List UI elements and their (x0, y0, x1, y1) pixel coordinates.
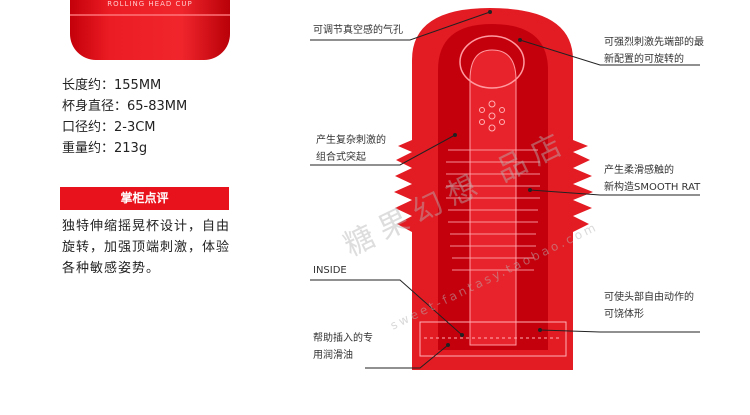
callout-combined-bumps: 产生复杂刺激的 组合式突起 (316, 132, 386, 166)
callout-smooth-rat-line2: 新构造SMOOTH RAT (604, 179, 700, 196)
right-ridges (573, 140, 593, 232)
callout-lube: 帮助插入的专 用润滑油 (313, 330, 373, 364)
cap-band (70, 14, 230, 16)
callout-rotating-tip: 可强烈刺激先端部的最 新配置的可旋转的 (604, 34, 704, 68)
spec-weight: 重量约：213g (62, 137, 147, 156)
callout-rotating-tip-line1: 可强烈刺激先端部的最 (604, 34, 704, 51)
product-cap: ROLLING HEAD CUP (70, 0, 230, 60)
callout-air-hole: 可调节真空感的气孔 (313, 22, 403, 39)
callout-smooth-rat-line1: 产生柔滑感触的 (604, 162, 700, 179)
review-header: 掌柜点评 (60, 187, 229, 210)
cap-label: ROLLING HEAD CUP (70, 0, 230, 8)
callout-inside: INSIDE (313, 262, 347, 279)
callout-free-head-line2: 可饶体形 (604, 306, 694, 323)
callout-lube-line2: 用润滑油 (313, 347, 373, 364)
callout-combined-bumps-line2: 组合式突起 (316, 149, 386, 166)
callout-combined-bumps-line1: 产生复杂刺激的 (316, 132, 386, 149)
callout-lube-line1: 帮助插入的专 (313, 330, 373, 347)
spec-diameter: 杯身直径：65-83MM (62, 95, 187, 114)
callout-free-head-line1: 可使头部自由动作的 (604, 289, 694, 306)
callout-smooth-rat: 产生柔滑感触的 新构造SMOOTH RAT (604, 162, 700, 196)
review-text: 独特伸缩摇晃杯设计，自由旋转，加强顶端刺激，体验各种敏感姿势。 (62, 216, 237, 279)
spec-opening: 口径约：2-3CM (62, 116, 156, 135)
callout-rotating-tip-line2: 新配置的可旋转的 (604, 51, 704, 68)
callout-free-head: 可使头部自由动作的 可饶体形 (604, 289, 694, 323)
spec-length: 长度约：155MM (62, 74, 161, 93)
